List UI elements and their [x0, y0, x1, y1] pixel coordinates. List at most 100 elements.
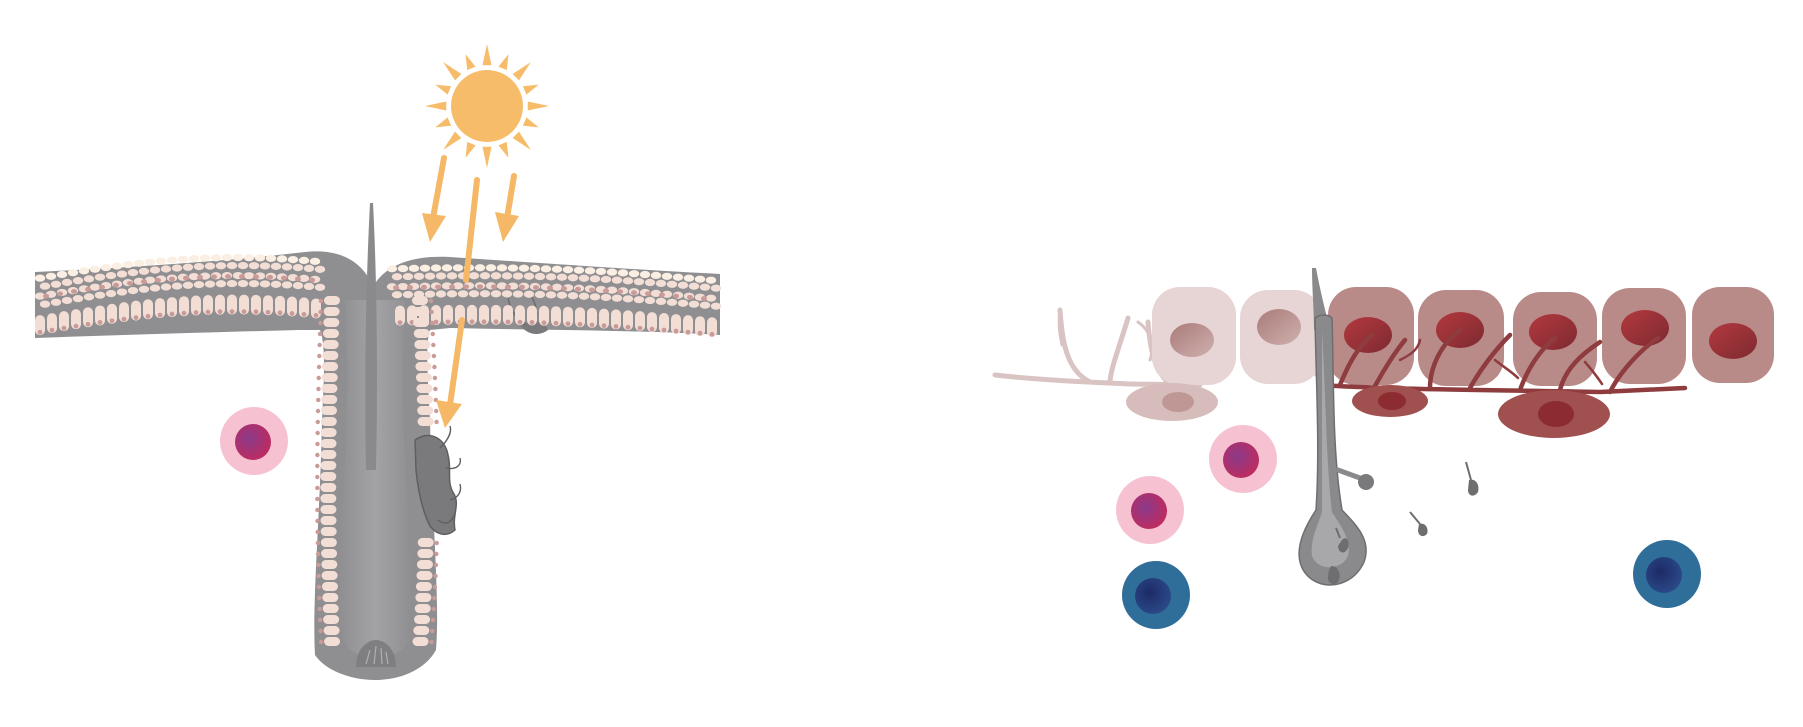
epidermal-cell	[144, 276, 156, 284]
epidermal-cell	[188, 273, 200, 281]
epidermal-nucleus	[239, 274, 245, 279]
epidermal-cell	[182, 281, 194, 289]
epidermal-cell	[424, 272, 436, 280]
follicle-sheath-nucleus	[430, 331, 435, 337]
follicle-sheath-nucleus	[315, 452, 320, 458]
sun-disc	[451, 70, 523, 142]
follicle-sheath-cell	[321, 582, 338, 591]
pale-basal-cell	[1126, 383, 1218, 421]
follicle-sheath-cell	[324, 637, 341, 646]
epidermal-nucleus	[127, 280, 133, 286]
epidermal-cell	[391, 291, 403, 299]
epidermal-cell	[424, 290, 436, 298]
epidermal-nucleus	[505, 284, 511, 290]
basal-nucleus	[301, 312, 307, 317]
follicle-sheath-nucleus	[431, 353, 437, 359]
epidermal-cell	[694, 275, 706, 283]
epidermal-cell	[89, 265, 101, 273]
basal-nucleus	[649, 326, 655, 332]
follicle-sheath-nucleus	[317, 606, 322, 612]
epidermal-cell	[259, 280, 271, 288]
follicle-sheath-cell	[322, 362, 339, 371]
follicle-sheath-nucleus	[432, 364, 437, 370]
basal-cell	[263, 295, 273, 316]
basal-cell	[299, 297, 309, 318]
epidermal-cell	[72, 277, 84, 285]
basal-cell	[47, 313, 57, 334]
epidermal-cell	[606, 268, 618, 276]
basal-cell	[647, 312, 657, 333]
epidermal-cell	[127, 269, 139, 277]
follicle-sheath-cell	[412, 307, 429, 316]
follicle-sheath-cell	[323, 307, 340, 316]
epidermal-cell	[243, 272, 255, 280]
basal-nucleus	[541, 320, 547, 326]
epidermal-cell	[127, 287, 139, 295]
follicle-sheath-cell	[321, 395, 338, 404]
epidermal-cell	[578, 274, 590, 282]
pale-keratinocyte-2	[1240, 290, 1322, 384]
epidermal-cell	[545, 291, 557, 299]
epidermal-nucleus	[561, 286, 567, 291]
epidermal-cell	[529, 264, 541, 273]
epidermal-cell	[523, 290, 535, 298]
epidermal-cell	[633, 278, 645, 286]
epidermal-cell	[479, 272, 491, 280]
epidermal-cell	[83, 275, 95, 283]
follicle-sheath-cell	[320, 494, 337, 503]
epidermal-nucleus	[155, 277, 161, 283]
basal-cell	[215, 294, 225, 315]
epidermal-cell	[226, 279, 238, 288]
dark-basal-cell-1	[1352, 385, 1428, 417]
epidermal-nucleus	[393, 285, 399, 291]
basal-cell	[35, 315, 45, 336]
epidermal-nucleus	[43, 293, 49, 299]
epidermal-cell	[259, 262, 271, 270]
epidermal-cell	[61, 296, 73, 305]
follicle-sheath-cell	[320, 428, 337, 437]
epidermal-nucleus	[141, 279, 147, 285]
sun-ray	[482, 44, 492, 66]
epidermal-nucleus	[491, 284, 497, 290]
epidermal-cell	[270, 280, 282, 288]
pink-immune-cell	[220, 407, 288, 475]
follicle-sheath-nucleus	[316, 584, 322, 590]
epidermal-cell	[468, 290, 480, 298]
epidermal-cell	[149, 284, 161, 292]
basal-cell	[107, 303, 117, 324]
basal-cell	[707, 317, 717, 338]
epidermal-cell	[644, 278, 656, 287]
epidermal-nucleus	[183, 275, 189, 281]
follicle-sheath-cell	[416, 560, 433, 569]
basal-nucleus	[481, 319, 487, 325]
epidermal-cell	[155, 257, 167, 265]
epidermal-cell	[199, 254, 211, 262]
epidermal-cell	[34, 292, 46, 300]
epidermal-nucleus	[631, 290, 637, 296]
sun-ray	[498, 54, 509, 71]
epidermal-cell	[100, 263, 112, 272]
epidermal-cell	[89, 283, 101, 291]
basal-nucleus	[697, 330, 703, 336]
epidermal-cell	[72, 295, 84, 303]
basal-cell	[479, 304, 489, 325]
epidermal-cell	[430, 264, 442, 272]
follicle-sheath-nucleus	[315, 496, 320, 502]
basal-cell	[659, 313, 669, 334]
basal-cell	[71, 309, 81, 330]
epidermal-cell	[452, 282, 464, 290]
basal-nucleus	[37, 329, 43, 335]
follicle-sheath-cell	[414, 615, 431, 624]
follicle-sheath-cell	[320, 527, 337, 536]
basal-nucleus	[505, 319, 511, 325]
epidermal-cell	[248, 280, 260, 288]
follicle-sheath-cell	[416, 384, 433, 393]
blue-immune-cell-2	[1633, 540, 1701, 608]
pigmented-keratinocytes	[1328, 287, 1774, 386]
basal-nucleus	[253, 309, 259, 315]
epidermal-cell	[254, 254, 266, 262]
basal-nucleus	[445, 319, 451, 325]
sun-ray	[512, 131, 531, 150]
epidermal-cell	[622, 295, 634, 303]
basal-nucleus	[409, 319, 415, 325]
